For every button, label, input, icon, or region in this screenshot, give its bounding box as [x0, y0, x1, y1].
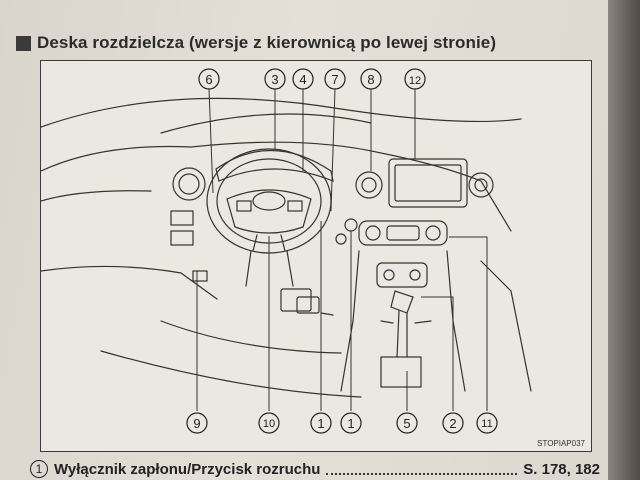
section-heading: Deska rozdzielcza (wersje z kierownicą p…	[16, 30, 496, 56]
callout-3-label: 3	[271, 72, 278, 87]
figure-code: STOPIAP037	[537, 439, 585, 448]
callout-8: 8	[360, 68, 382, 90]
callout-5: 5	[396, 412, 418, 434]
callout-6: 6	[198, 68, 220, 90]
callout-4-label: 4	[299, 72, 306, 87]
callout-11-label: 11	[481, 418, 492, 430]
section-title: Deska rozdzielcza (wersje z kierownicą p…	[37, 33, 497, 52]
callout-7-label: 7	[331, 72, 338, 87]
entry-label: Wyłącznik zapłonu/Przycisk rozruchu	[54, 460, 321, 478]
bottom-callouts: 9 10 1 1 5	[186, 412, 498, 434]
heading-bullet-icon	[16, 35, 31, 51]
callout-12: 12	[404, 68, 426, 90]
callout-10: 10	[258, 412, 280, 434]
callout-10-label: 10	[263, 418, 275, 430]
dot-leader	[326, 463, 518, 475]
callout-5-label: 5	[403, 416, 410, 431]
callout-1a-label: 1	[317, 416, 324, 431]
top-callouts: 6 3 4 7 8	[198, 68, 426, 90]
callout-8-label: 8	[367, 72, 374, 87]
callout-1a: 1	[310, 412, 332, 434]
callout-2: 2	[442, 412, 464, 434]
page-edge	[608, 0, 640, 480]
entry-pages: S. 178, 182	[523, 460, 600, 478]
callout-3: 3	[264, 68, 286, 90]
callout-9-label: 9	[193, 416, 200, 431]
entry-number: 1	[30, 460, 48, 478]
dashboard-figure: 6 3 4 7 8	[40, 60, 592, 452]
index-entry: 1 Wyłącznik zapłonu/Przycisk rozruchu S.…	[30, 458, 600, 480]
callout-1b: 1	[340, 412, 362, 434]
callout-11: 11	[476, 412, 498, 434]
callout-4: 4	[292, 68, 314, 90]
callout-1b-label: 1	[347, 416, 354, 431]
callout-9: 9	[186, 412, 208, 434]
manual-page: Deska rozdzielcza (wersje z kierownicą p…	[0, 0, 608, 480]
callout-2-label: 2	[449, 416, 456, 431]
callout-12-label: 12	[409, 75, 421, 87]
callout-7: 7	[324, 68, 346, 90]
dashboard-line-drawing: 6 3 4 7 8	[41, 68, 532, 434]
callout-6-label: 6	[205, 72, 212, 87]
